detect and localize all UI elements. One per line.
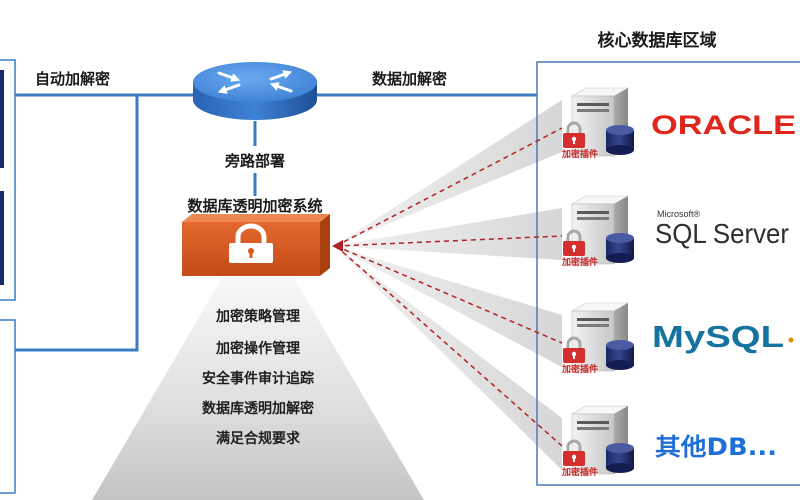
feature-item: 安全事件审计追踪 — [202, 370, 314, 387]
core-zone-title: 核心数据库区域 — [598, 30, 717, 51]
beam — [334, 208, 562, 260]
dashed-link-sqlserver — [335, 235, 563, 247]
plugin-connections — [335, 127, 563, 447]
system-name: 数据库透明加密系统 — [187, 197, 322, 215]
bypass-deploy-label: 旁路部署 — [224, 152, 285, 170]
left-zone-lower-box — [0, 319, 16, 494]
left-device-strip — [0, 70, 4, 168]
plugin-label: 加密插件 — [561, 363, 598, 375]
sqlserver-logo: SQL Server — [655, 218, 789, 249]
db-node-other: 加密插件 — [561, 405, 635, 478]
router-icon — [193, 62, 317, 120]
left-device-strip — [0, 191, 4, 285]
beam — [334, 100, 562, 246]
db-node-mysql: 加密插件 — [561, 302, 635, 375]
beam — [334, 246, 562, 367]
spotlight-cone — [92, 278, 424, 500]
network-links — [15, 93, 537, 352]
other-db-logo: 其他DB... — [655, 433, 777, 461]
feature-item: 加密策略管理 — [215, 308, 300, 325]
dashed-link-mysql — [335, 245, 563, 344]
link-left-lower — [15, 95, 139, 352]
arrowhead-icon — [332, 240, 343, 252]
core-zone-border — [536, 61, 800, 486]
feature-list: 加密策略管理 加密操作管理 安全事件审计追踪 数据库透明加解密 满足合规要求 — [202, 308, 314, 447]
plugin-label: 加密插件 — [561, 148, 598, 160]
left-zone — [0, 59, 16, 494]
oracle-logo: ORACLE — [651, 110, 796, 140]
plugin-label: 加密插件 — [561, 466, 598, 478]
feature-item: 数据库透明加解密 — [202, 400, 314, 417]
encryption-system-box — [182, 214, 330, 276]
plugin-label: 加密插件 — [561, 256, 598, 268]
dashed-link-oracle — [335, 127, 563, 247]
db-node-oracle: 加密插件 — [561, 87, 635, 160]
auto-encrypt-label: 自动加解密 — [35, 70, 110, 88]
lock-icon — [229, 223, 273, 263]
mysql-dolphin-mark — [788, 337, 794, 343]
data-encrypt-label: 数据加解密 — [372, 70, 447, 88]
light-beams — [334, 100, 562, 470]
mysql-logo: MySQL — [652, 319, 784, 354]
db-node-sqlserver: 加密插件 — [561, 195, 635, 268]
feature-item: 满足合规要求 — [216, 430, 301, 447]
feature-item: 加密操作管理 — [215, 340, 300, 357]
beam — [334, 246, 562, 470]
microsoft-brand-label: Microsoft® — [657, 209, 701, 219]
